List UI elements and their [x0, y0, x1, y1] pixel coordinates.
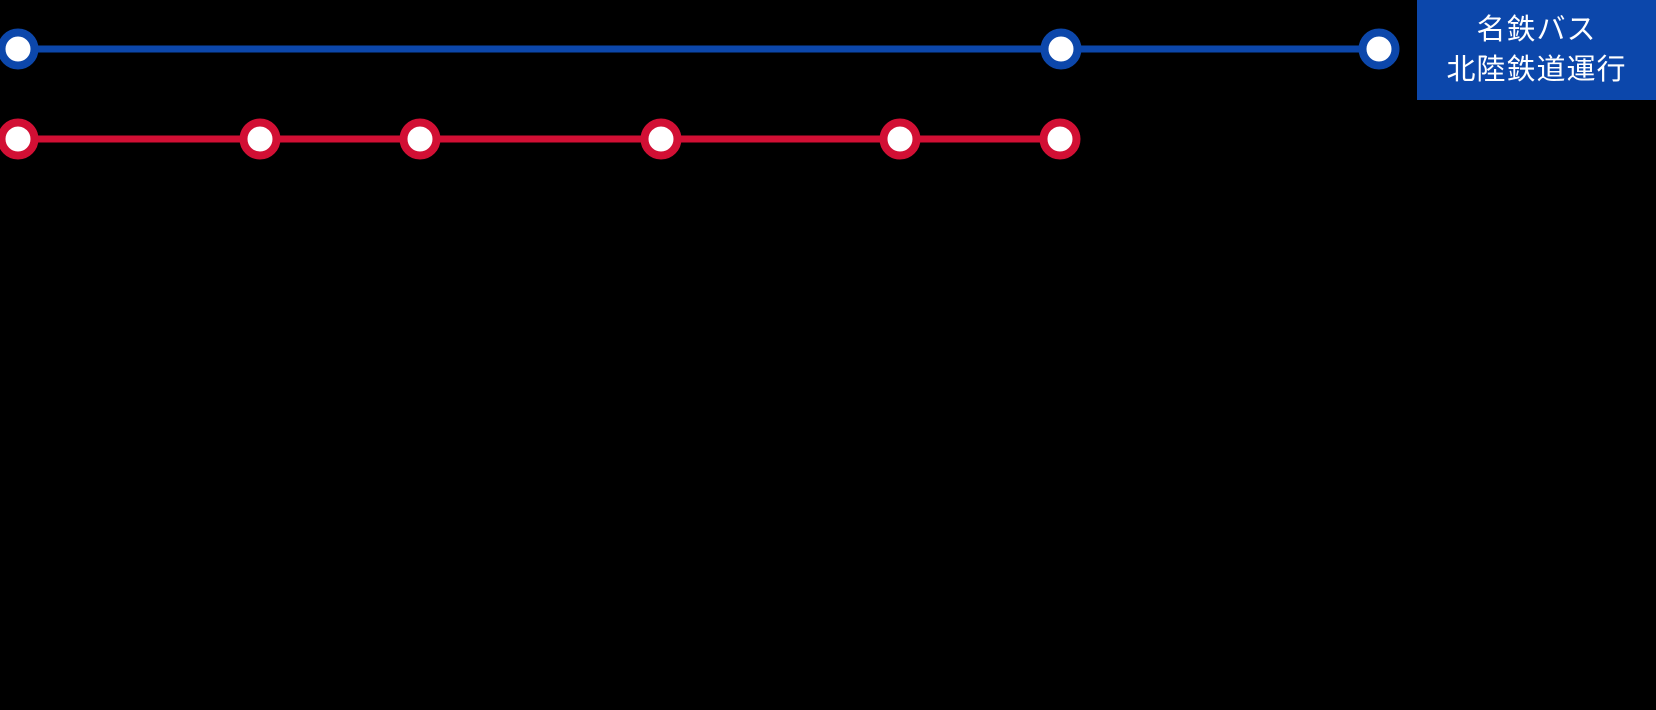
local-route-station-marker-2: [239, 118, 281, 160]
operator-label-line2: 北陸鉄道運行: [1446, 54, 1627, 86]
express-route-station-marker-1: [0, 28, 39, 70]
express-route-station-marker-3: [1358, 28, 1400, 70]
local-route-station-marker-5: [879, 118, 921, 160]
operator-label-line1: 名鉄バス: [1476, 14, 1597, 46]
local-route-station-marker-1: [0, 118, 39, 160]
local-route-station-marker-4: [640, 118, 682, 160]
operator-label-box: 名鉄バス 北陸鉄道運行: [1417, 0, 1656, 100]
local-route-station-marker-3: [399, 118, 441, 160]
express-route-station-marker-2: [1040, 28, 1082, 70]
local-route-station-marker-6: [1039, 118, 1081, 160]
